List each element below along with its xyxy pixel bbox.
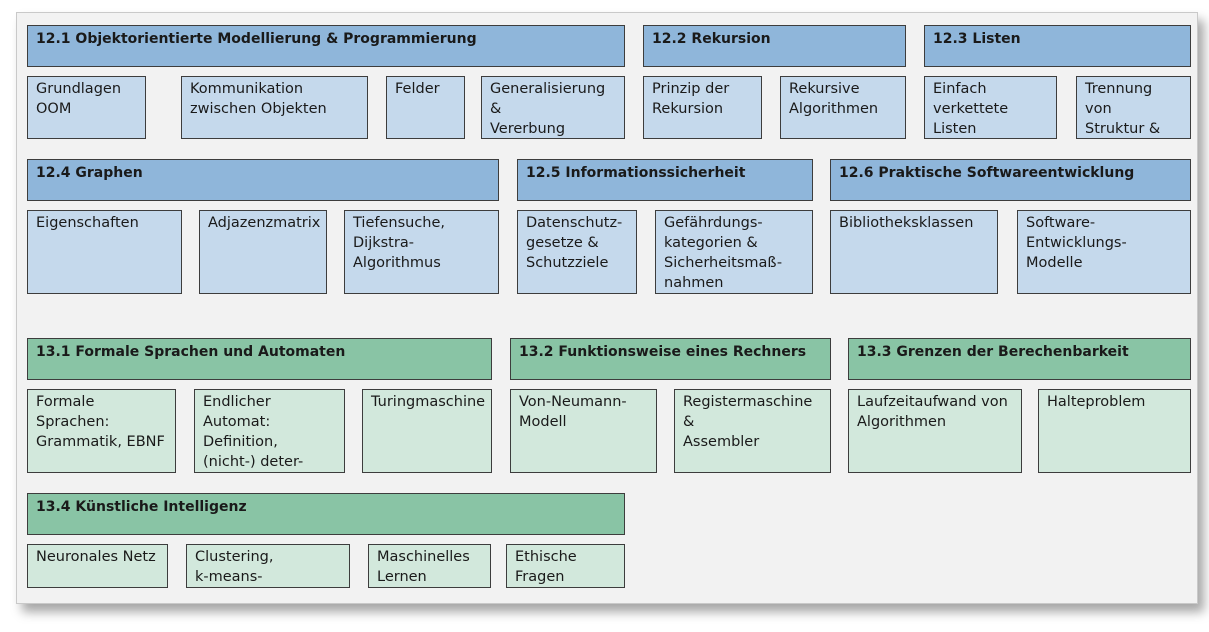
section-12-6-header: 12.6 Praktische Softwareentwicklung — [830, 159, 1191, 201]
topic-laufzeitaufwand: Laufzeitaufwand von Algorithmen — [848, 389, 1022, 473]
curriculum-panel: 12.1 Objektorientierte Modellierung & Pr… — [16, 12, 1198, 604]
section-12-2-header: 12.2 Rekursion — [643, 25, 906, 67]
section-13-3-header: 13.3 Grenzen der Berechenbarkeit — [848, 338, 1191, 380]
topic-rekursive-algorithmen: Rekursive Algorithmen — [780, 76, 906, 139]
topic-adjazenzmatrix: Adjazenzmatrix — [199, 210, 327, 294]
topic-datenschutz: Datenschutz- gesetze & Schutzziele — [517, 210, 637, 294]
topic-turingmaschine: Turingmaschine — [362, 389, 492, 473]
section-13-1-header: 13.1 Formale Sprachen und Automaten — [27, 338, 492, 380]
topic-neuronales-netz: Neuronales Netz — [27, 544, 168, 588]
section-12-5-header: 12.5 Informationssicherheit — [517, 159, 813, 201]
section-13-2-header: 13.2 Funktionsweise eines Rechners — [510, 338, 831, 380]
topic-clustering: Clustering, k-means-Algorithmus — [186, 544, 350, 588]
topic-prinzip-rekursion: Prinzip der Rekursion — [643, 76, 762, 139]
topic-endlicher-automat: Endlicher Automat: Definition, (nicht-) … — [194, 389, 345, 473]
topic-ethische-fragen: Ethische Fragen — [506, 544, 625, 588]
topic-gefaehrdungskategorien: Gefährdungs- kategorien & Sicherheitsmaß… — [655, 210, 813, 294]
topic-bibliotheksklassen: Bibliotheksklassen — [830, 210, 998, 294]
topic-felder: Felder — [386, 76, 465, 139]
topic-verkettete-listen: Einfach verkettete Listen — [924, 76, 1057, 139]
topic-halteproblem: Halteproblem — [1038, 389, 1191, 473]
section-12-1-header: 12.1 Objektorientierte Modellierung & Pr… — [27, 25, 625, 67]
topic-von-neumann: Von-Neumann- Modell — [510, 389, 657, 473]
topic-maschinelles-lernen: Maschinelles Lernen — [368, 544, 491, 588]
topic-grundlagen-oom: Grundlagen OOM — [27, 76, 146, 139]
topic-kommunikation: Kommunikation zwischen Objekten — [181, 76, 368, 139]
topic-generalisierung: Generalisierung & Vererbung — [481, 76, 625, 139]
topic-tiefensuche: Tiefensuche, Dijkstra- Algorithmus — [344, 210, 499, 294]
section-12-3-header: 12.3 Listen — [924, 25, 1191, 67]
topic-formale-sprachen: Formale Sprachen: Grammatik, EBNF — [27, 389, 176, 473]
topic-software-modelle: Software- Entwicklungs-Modelle — [1017, 210, 1191, 294]
section-12-4-header: 12.4 Graphen — [27, 159, 499, 201]
topic-eigenschaften: Eigenschaften — [27, 210, 182, 294]
topic-registermaschine: Registermaschine & Assembler — [674, 389, 831, 473]
section-13-4-header: 13.4 Künstliche Intelligenz — [27, 493, 625, 535]
topic-trennung-struktur: Trennung von Struktur & Inhalt — [1076, 76, 1191, 139]
